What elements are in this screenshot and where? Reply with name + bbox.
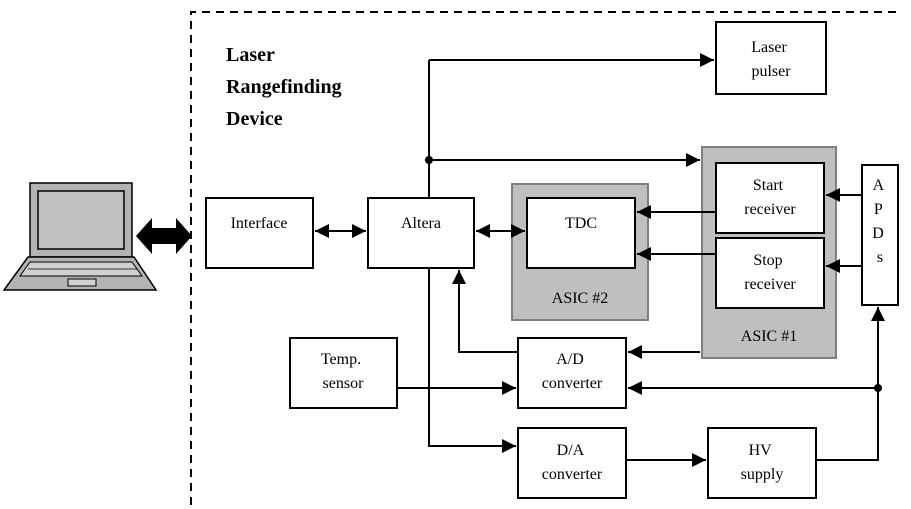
laser-pulser-block [715,21,827,95]
tdc-block [526,197,636,269]
da-converter-label: D/A converter [542,442,603,483]
hv-apd-link [816,307,885,461]
altera-label: Altera [401,215,441,232]
temp-sensor-block [289,337,398,409]
asic1-label: ASIC #1 [741,328,797,345]
ad-converter-label: A/D converter [542,351,603,392]
device-title: Laser Rangefinding Device [226,44,347,130]
tdc-label: TDC [565,215,597,232]
start-receiver-block [715,162,825,234]
interface-label: Interface [231,215,288,232]
altera-block [367,197,475,269]
da-converter-block [517,427,627,499]
ad-converter-block [517,337,627,409]
start-receiver-label: Start receiver [744,177,796,218]
laptop-icon [2,182,158,291]
device-boundary [190,11,898,505]
stop-receiver-label: Stop receiver [744,252,796,293]
bidirectional-arrow-icon [136,218,192,254]
ad-altera-link [452,270,518,353]
apds-block [861,164,899,306]
laser-pulser-label: Laser pulser [751,39,791,80]
interface-block [205,197,314,269]
temp-sensor-label: Temp. sensor [321,351,365,392]
altera-da-link [428,268,516,453]
hv-supply-label: HV supply [741,442,784,483]
hv-supply-block [707,427,817,499]
asic2-label: ASIC #2 [552,290,608,307]
apds-label: A P D s [872,177,888,266]
stop-receiver-block [715,237,825,309]
